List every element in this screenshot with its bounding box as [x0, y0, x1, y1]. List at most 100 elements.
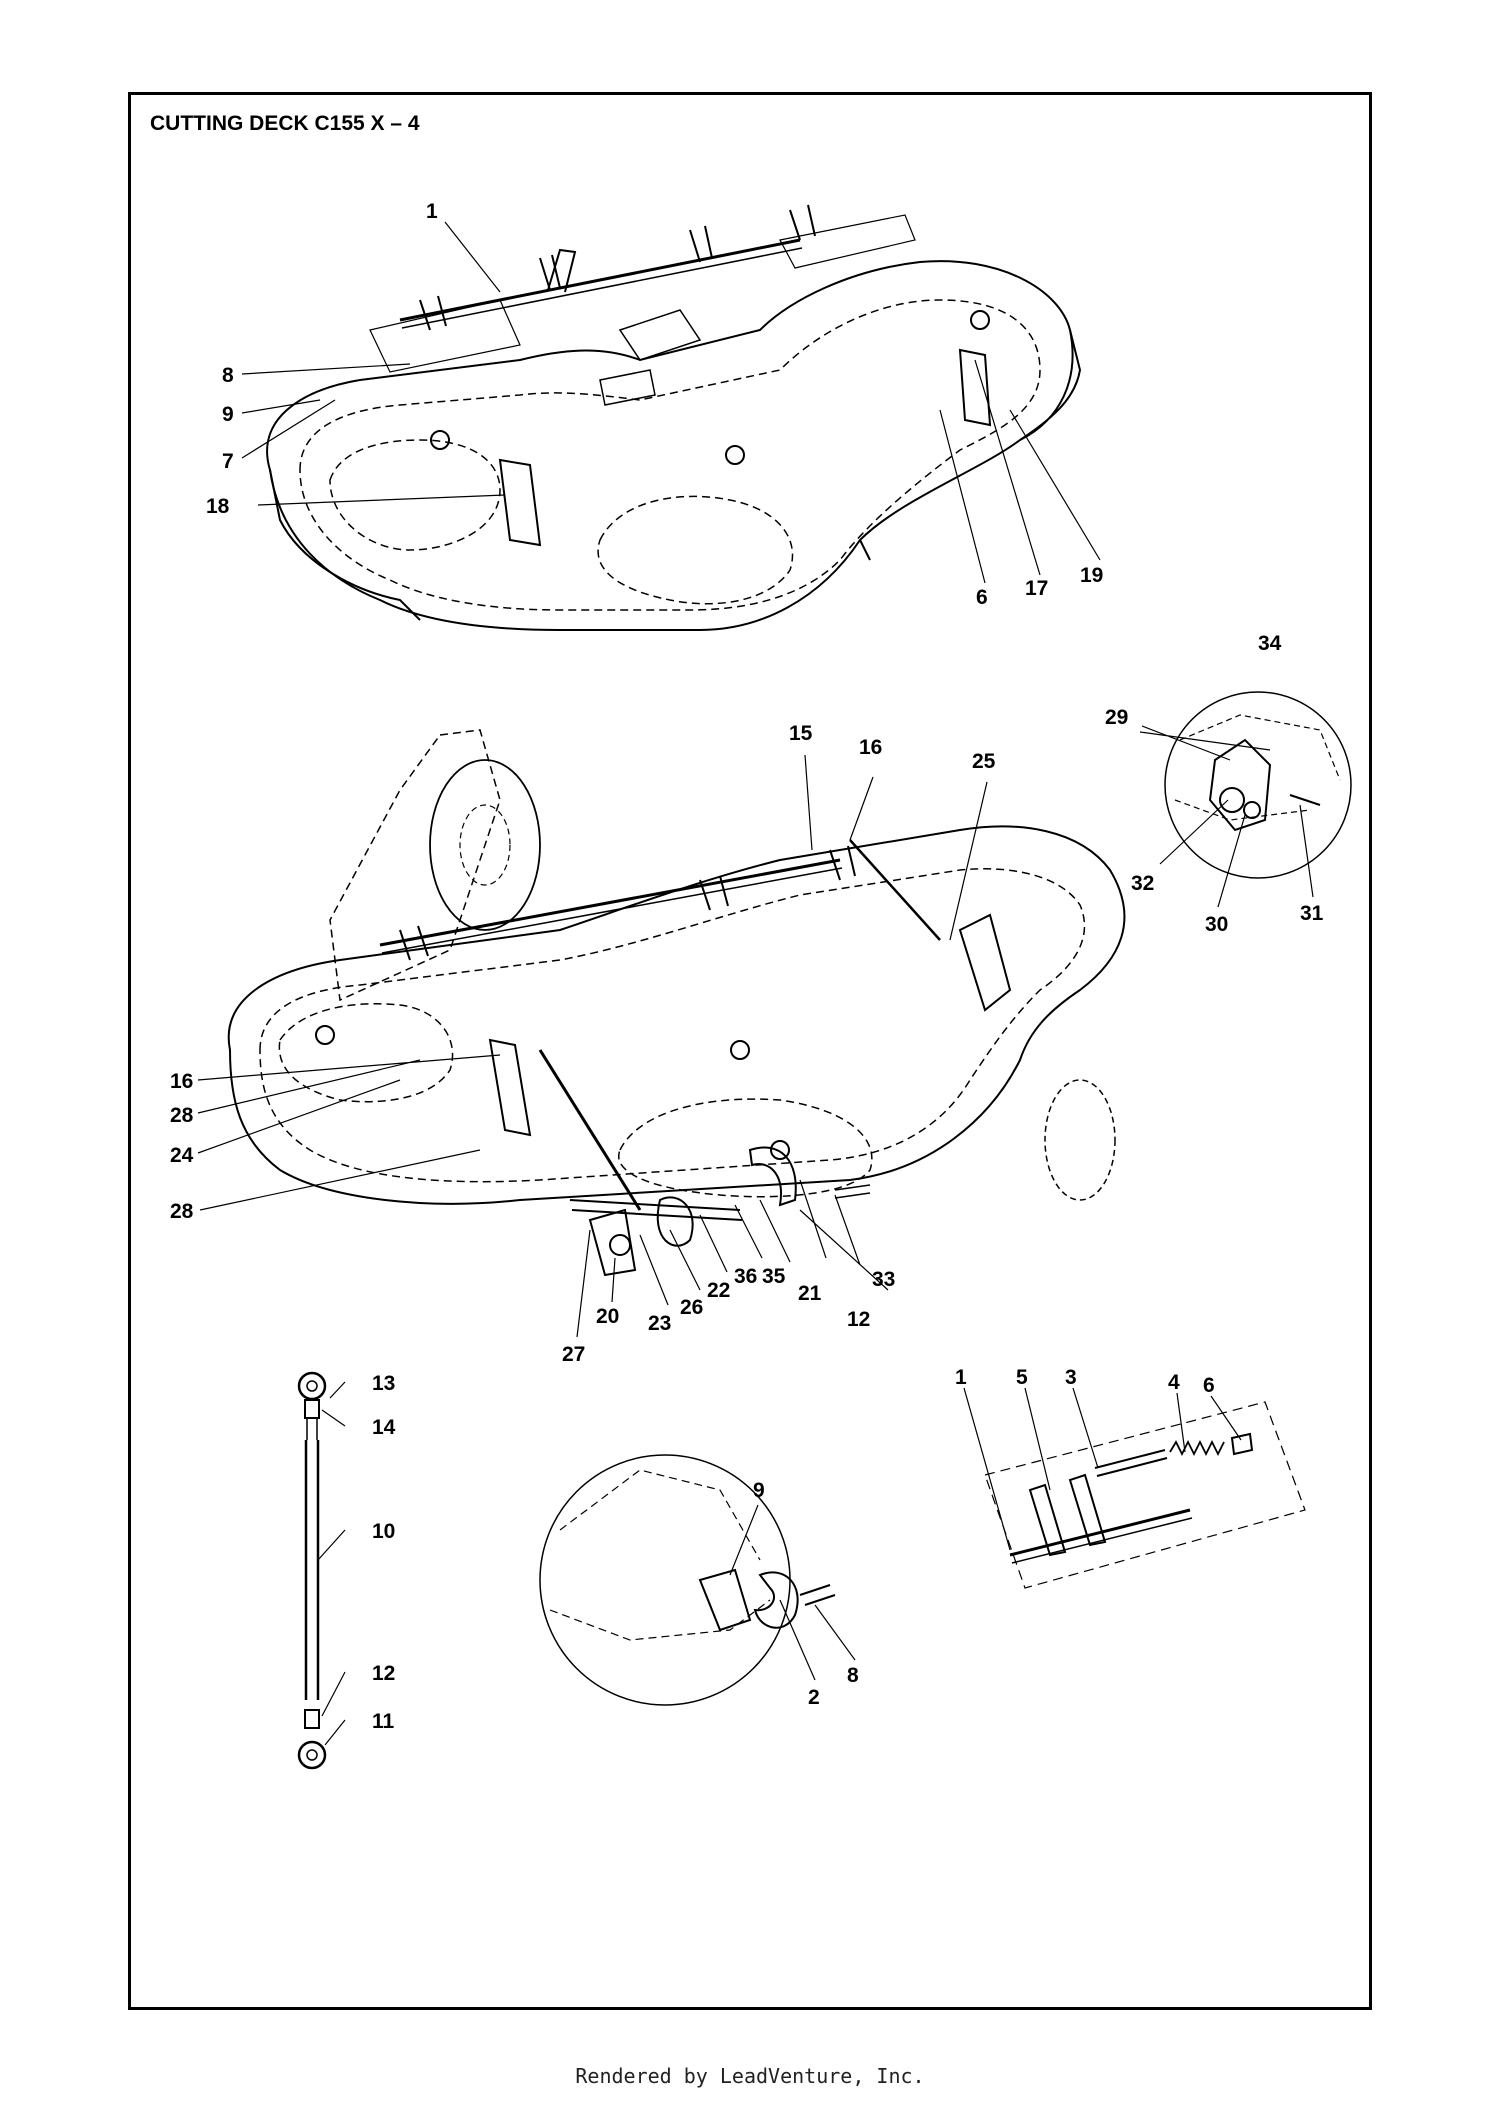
- top-callout-box-left: [369, 299, 521, 373]
- callout-bottom-9: 9: [753, 1479, 765, 1502]
- middle-deck-outline: [227, 825, 1126, 1205]
- middle-adjust-knob: [609, 1234, 631, 1256]
- callout-shaft-1: 1: [955, 1366, 967, 1389]
- middle-tractor-frame: [329, 729, 501, 1002]
- callout-middle-15: 15: [789, 722, 813, 745]
- tie-rod-bottom-eye-hole: [306, 1749, 318, 1761]
- callout-top-7: 7: [222, 450, 234, 473]
- middle-spindle-left: [315, 1025, 335, 1045]
- callout-middle-33: 33: [872, 1268, 895, 1291]
- top-deck-skirt: [269, 329, 1082, 621]
- tie-rod-detail: [297, 1371, 327, 1770]
- top-deck-inner-dashed: [299, 299, 1041, 611]
- footer-credit: Rendered by LeadVenture, Inc.: [575, 2064, 925, 2088]
- callout-middle-21: 21: [798, 1282, 822, 1305]
- callout-top-19: 19: [1080, 564, 1103, 587]
- callout-inset-31: 31: [1300, 902, 1324, 925]
- middle-deck-inner-dashed: [259, 868, 1086, 1183]
- inset-bottom-cam: [753, 1571, 799, 1629]
- shaft-detail-box: [984, 1401, 1306, 1589]
- inset-bottom: [539, 1454, 836, 1706]
- middle-deck-assembly: [227, 729, 1126, 1277]
- middle-lift-shaft-edge: [381, 867, 843, 954]
- middle-adjust-guard: [748, 1146, 797, 1207]
- shaft-detail-nut: [1230, 1432, 1254, 1456]
- top-deck-inner-dashed-2: [329, 439, 794, 605]
- callout-top-9: 9: [222, 403, 234, 426]
- callout-labels: 1 8 9 7 18 6 17 19 15 16 25 16 28 24 28 …: [170, 200, 1324, 1733]
- callout-middle-22: 22: [707, 1279, 730, 1302]
- middle-spindle-front: [770, 1140, 790, 1160]
- tie-rod-body: [304, 1440, 320, 1700]
- shaft-detail-arm-b: [1068, 1473, 1107, 1547]
- top-lift-shaft: [399, 238, 801, 322]
- callout-middle-36: 36: [734, 1265, 757, 1288]
- shaft-detail-shaft: [1009, 1508, 1191, 1557]
- inset-bottom-bracket: [698, 1568, 752, 1632]
- top-shaft-arm-left: [419, 204, 816, 331]
- middle-tie-rod: [538, 1049, 642, 1211]
- middle-front-wheel: [1044, 1079, 1116, 1201]
- callout-middle-12: 12: [847, 1308, 870, 1331]
- top-deck-outline: [266, 260, 1074, 631]
- inset-right-bracket: [1208, 738, 1272, 832]
- top-lift-shaft-edge: [401, 247, 803, 329]
- tie-rod-top-sleeve: [306, 1418, 318, 1440]
- callout-middle-27: 27: [562, 1343, 585, 1366]
- shaft-detail-arm-a: [1028, 1483, 1067, 1557]
- middle-adjust-plate: [588, 1208, 637, 1277]
- callout-top-18: 18: [206, 495, 230, 518]
- callout-shaft-4: 4: [1168, 1371, 1180, 1394]
- inset-right-washer: [1219, 787, 1245, 813]
- shaft-detail-pin: [1094, 1449, 1168, 1477]
- callout-shaft-6: 6: [1203, 1374, 1215, 1397]
- leader-lines: [197, 221, 1314, 1746]
- callout-inset-34: 34: [1258, 632, 1282, 655]
- callout-top-8: 8: [222, 364, 234, 387]
- middle-left-bracket: [488, 1038, 532, 1137]
- callout-rod-11: 11: [372, 1710, 395, 1733]
- top-spindle-left: [430, 430, 450, 450]
- callout-middle-28-upper: 28: [170, 1104, 194, 1127]
- inset-right-background: [1174, 714, 1341, 821]
- callout-top-17: 17: [1025, 577, 1048, 600]
- middle-spindle-center: [730, 1040, 750, 1060]
- shaft-detail-shaft-edge: [1011, 1517, 1193, 1564]
- callout-inset-32: 32: [1131, 872, 1154, 895]
- top-bracket-left: [498, 458, 542, 547]
- inset-bottom-background: [549, 1469, 771, 1641]
- callout-top-6: 6: [976, 586, 988, 609]
- callout-middle-16-left: 16: [170, 1070, 193, 1093]
- top-spindle-right: [970, 310, 990, 330]
- inset-bottom-bolt: [799, 1584, 836, 1606]
- tie-rod-top-nut: [304, 1399, 320, 1419]
- callout-middle-24: 24: [170, 1144, 194, 1167]
- diagram-frame: [128, 92, 1372, 2010]
- inset-right-nut: [1243, 801, 1261, 819]
- shaft-detail: [984, 1401, 1306, 1589]
- middle-rear-wheel: [429, 759, 541, 931]
- inset-right-circle: [1164, 691, 1352, 879]
- callout-rod-10: 10: [372, 1520, 395, 1543]
- callout-middle-23: 23: [648, 1312, 671, 1335]
- callout-bottom-2: 2: [808, 1686, 820, 1709]
- middle-adjust-cam: [656, 1196, 694, 1247]
- tie-rod-top-eye-hole: [306, 1380, 318, 1392]
- callout-inset-30: 30: [1205, 913, 1228, 936]
- middle-lift-shaft: [379, 858, 841, 947]
- top-shaft-lever: [547, 248, 577, 293]
- middle-rear-wheel-hub: [459, 804, 511, 886]
- callout-middle-16-top: 16: [859, 736, 882, 759]
- middle-shaft-arms: [399, 845, 856, 961]
- callout-middle-35: 35: [762, 1265, 786, 1288]
- top-bracket-right: [958, 348, 992, 427]
- callout-middle-25: 25: [972, 750, 996, 773]
- callout-rod-14: 14: [372, 1416, 396, 1439]
- inset-right: [1164, 691, 1352, 879]
- tie-rod-bottom-eye: [297, 1740, 327, 1770]
- tie-rod-top-eye: [297, 1371, 327, 1401]
- callout-rod-13: 13: [372, 1372, 395, 1395]
- top-callout-box-right: [779, 214, 916, 269]
- middle-adjust-bolt: [834, 1184, 871, 1199]
